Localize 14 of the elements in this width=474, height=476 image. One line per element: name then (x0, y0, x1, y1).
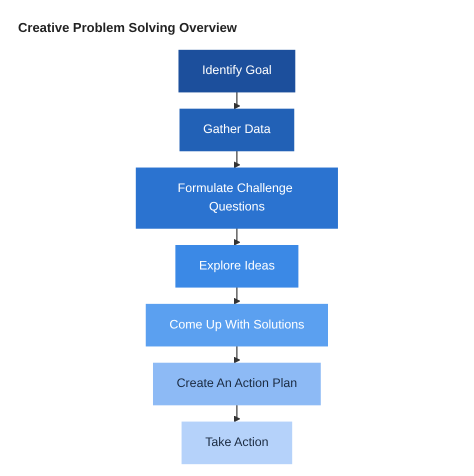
node-box: Identify Goal (178, 50, 296, 92)
node-box: Create An Action Plan (153, 362, 321, 406)
node-box: Come Up With Solutions (146, 304, 328, 346)
node-box: Explore Ideas (175, 245, 298, 288)
node-box: Take Action (182, 422, 292, 464)
arrow (234, 346, 240, 364)
node-box: Formulate Challenge Questions (136, 168, 338, 229)
arrow (234, 150, 240, 168)
node-box: Gather Data (180, 108, 294, 152)
arrow (234, 91, 240, 110)
arrow (234, 404, 240, 422)
arrow (234, 286, 240, 305)
diagram-title: Creative Problem Solving Overview (18, 20, 237, 35)
arrow (234, 228, 240, 246)
